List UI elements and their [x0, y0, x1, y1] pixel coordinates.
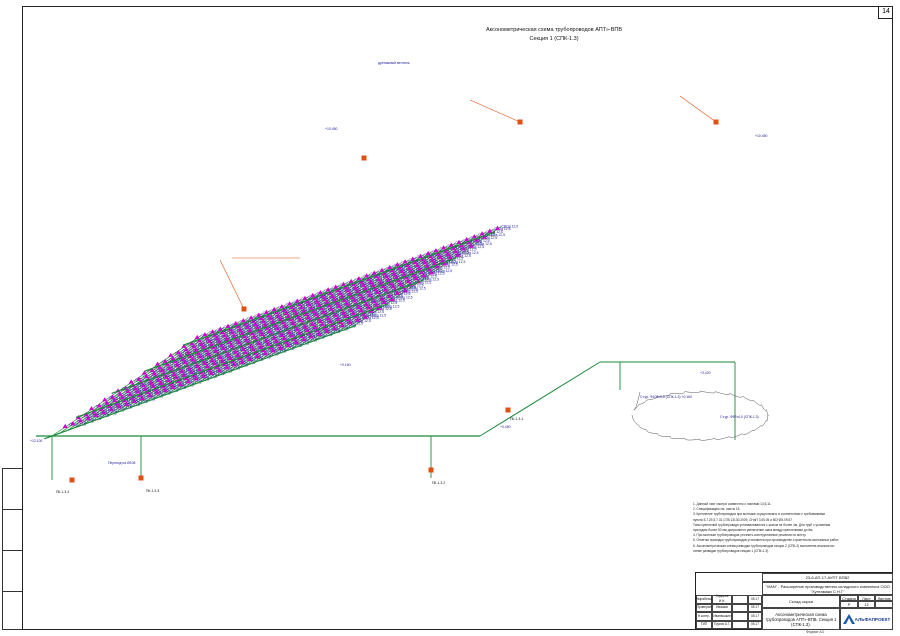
sprinkler-label: СВОд 12,5 [422, 278, 439, 282]
elevation-label: +10.450 [325, 127, 337, 131]
drain-pipe [220, 260, 244, 309]
stamp-name: Ивашов [712, 604, 732, 613]
stamp-company: АЛЬФАПРОЕКТ [840, 608, 893, 630]
drain-pipe [470, 100, 520, 122]
drain-pipe [680, 96, 716, 122]
stamp-sheet-title: Аксонометрическая схема трубопроводов АП… [762, 608, 840, 630]
elevation-label: +3.420 [700, 371, 711, 375]
feed-main-pipe [480, 362, 600, 436]
stamp-name: Сидоров И.Н. [712, 595, 732, 604]
sprinkler-label: СВОд 12,5 [475, 242, 492, 246]
valve-icon [429, 468, 434, 473]
title-block-stamp: 23-6-АП-17-АУПТ ВПВ2 "IVAN" - Расширение… [695, 572, 893, 630]
main-pipe [112, 280, 424, 393]
elevation-label: +10.450 [755, 134, 767, 138]
main-pipe [145, 258, 457, 371]
stamp-project: "IVAN" - Расширение производственно-скла… [762, 582, 893, 595]
stamp-date: 05.17 [748, 612, 762, 621]
elevation-label: +0.450 [500, 425, 511, 429]
stamp-stage: Р [840, 601, 858, 608]
stamp-signature [732, 595, 748, 604]
elevation-label: +0.160 [340, 363, 351, 367]
stamp-role: Разработал [696, 595, 712, 604]
callout-label: дренажный вентиль [378, 61, 410, 65]
company-logo-icon [843, 614, 855, 624]
stamp-role: ГИП [696, 621, 712, 630]
equipment-label: ПК-1.3.3 [146, 489, 159, 493]
stamp-signature [732, 604, 748, 613]
sprinkler-label: СВОд 12,5 [436, 269, 453, 273]
valve-icon [506, 408, 511, 413]
main-pipes [36, 232, 735, 439]
stamp-role: Н.контр. [696, 612, 712, 621]
callout-label: Ст.ур. Ф57x4,0 (СПК-1.3) [720, 415, 759, 419]
valve-icon [70, 478, 75, 483]
sprinkler-label: СВОд 12,5 [409, 287, 426, 291]
sprinkler-label: СВОд 12,5 [370, 313, 387, 317]
stamp-sheet: 12 [858, 601, 875, 608]
main-pipe [76, 304, 388, 417]
stamp-code: 23-6-АП-17-АУПТ ВПВ2 [762, 573, 893, 582]
callout-label: Ст.ур. Ф108x3,5 (СПК-1.3) +0,160 [640, 395, 692, 399]
sprinkler-label: СВОд 12,5 [502, 224, 519, 228]
sprinkler-label: СВОд 12,5 [449, 260, 466, 264]
stamp-sheets [875, 601, 893, 608]
sprinkler-label: СВОд 12,5 [396, 296, 413, 300]
elevation-label: +12.100 [30, 439, 42, 443]
stamp-role: Проверил [696, 604, 712, 613]
general-notes: 1. Данный лист смотри совместно с листам… [693, 502, 873, 554]
stamp-name: Иванюшкин [712, 612, 732, 621]
equipment-label: ПК-1.3.2 [432, 481, 445, 485]
stamp-object: Склад сырья [762, 595, 840, 608]
stamp-date: 05.17 [748, 595, 762, 604]
valve-icon [362, 156, 367, 161]
stamp-signature [732, 621, 748, 630]
stamp-date: 05.17 [748, 604, 762, 613]
stamp-date: 05.17 [748, 621, 762, 630]
callout-label: Переход на Ø108 [108, 461, 136, 465]
stamp-signature [732, 612, 748, 621]
sheet-format: Формат А3 [806, 630, 824, 634]
sprinkler-label: СВОд 12,5 [462, 251, 479, 255]
equipment-label: ПК-1.3.1 [510, 417, 523, 421]
note-line: схеме разводки трубопроводов секции 1 (С… [693, 549, 873, 554]
equipment-label: ПК-1.3.4 [56, 490, 69, 494]
valve-icon [139, 476, 144, 481]
stamp-name: Трусов А.Г. [712, 621, 732, 630]
company-name: АЛЬФАПРОЕКТ [855, 617, 891, 622]
